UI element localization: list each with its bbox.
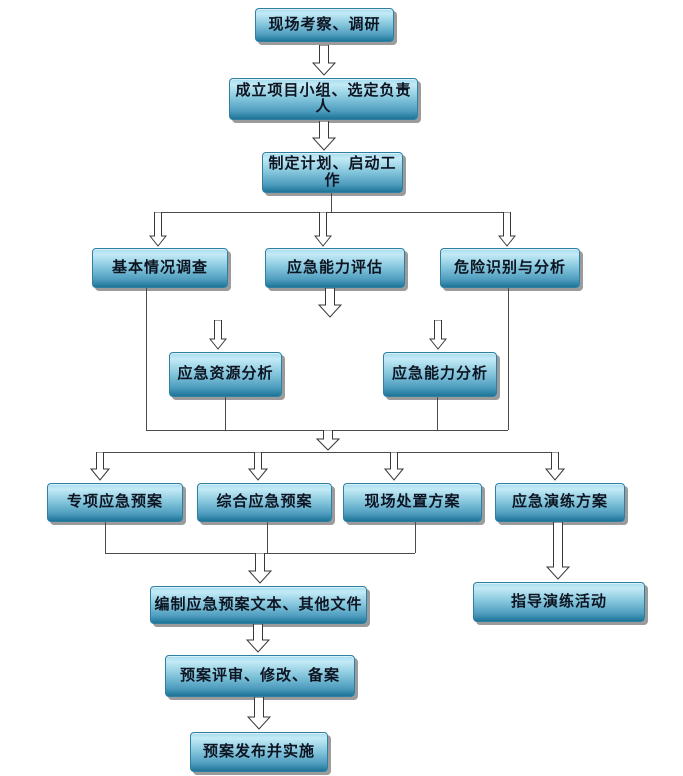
flow-node-label: 预案发布并实施 (202, 742, 315, 760)
flow-node-label: 指导演练活动 (510, 592, 607, 610)
connector-line (158, 212, 507, 213)
flow-node-label: 危险识别与分析 (453, 258, 566, 276)
flow-node-drill-plan: 应急演练方案 (495, 483, 625, 522)
flow-node-label: 制定计划、启动工作 (268, 155, 397, 189)
flow-node-publish: 预案发布并实施 (190, 732, 328, 772)
flow-node-label: 现场考察、调研 (268, 15, 381, 33)
connector-line (146, 288, 147, 430)
flow-node-plan-kickoff: 制定计划、启动工作 (262, 152, 403, 193)
flow-node-label: 基本情况调查 (111, 258, 208, 276)
connector-line (508, 288, 509, 430)
flow-node-compile-docs: 编制应急预案文本、其他文件 (150, 586, 367, 624)
connector-line (225, 397, 226, 430)
flow-node-label: 应急演练方案 (511, 493, 608, 511)
flow-node-label: 应急能力分析 (391, 365, 488, 383)
arrow-down (312, 121, 336, 151)
flow-node-team-setup: 成立项目小组、选定负责人 (229, 78, 418, 120)
flow-node-capability-analysis: 应急能力分析 (383, 352, 497, 397)
connector-line (437, 397, 438, 430)
arrow-down (384, 452, 404, 481)
flow-node-capability-eval: 应急能力评估 (265, 248, 405, 288)
flow-node-label: 专项应急预案 (66, 493, 163, 511)
flow-node-site-survey: 现场考察、调研 (255, 8, 394, 42)
connector-line (105, 522, 106, 553)
connector-line (331, 193, 332, 212)
arrow-down (247, 697, 271, 730)
flow-node-comprehensive-plan: 综合应急预案 (197, 483, 332, 522)
connector-line (415, 522, 416, 553)
arrow-down (546, 522, 570, 580)
flow-node-review-revise: 预案评审、修改、备案 (165, 655, 355, 697)
flow-node-label: 现场处置方案 (364, 493, 461, 511)
arrow-down (248, 452, 268, 481)
flow-node-guide-drill: 指导演练活动 (473, 582, 645, 622)
flow-node-onsite-plan: 现场处置方案 (343, 483, 482, 522)
flow-node-basic-survey: 基本情况调查 (92, 248, 228, 288)
flow-node-hazard-analysis: 危险识别与分析 (440, 248, 580, 288)
arrow-down (246, 624, 270, 653)
flow-node-label: 应急能力评估 (286, 258, 383, 276)
flow-node-special-plan: 专项应急预案 (47, 483, 183, 522)
flow-node-resource-analysis: 应急资源分析 (169, 352, 282, 397)
arrow-down (209, 320, 227, 350)
flow-node-label: 成立项目小组、选定负责人 (235, 81, 412, 115)
flow-node-label: 综合应急预案 (216, 493, 313, 511)
flow-node-label: 编制应急预案文本、其他文件 (154, 595, 363, 613)
arrow-down (312, 45, 336, 76)
arrow-down (429, 320, 447, 350)
arrow-down (248, 553, 272, 584)
arrow-down (545, 452, 565, 481)
arrow-down (316, 430, 340, 451)
connector-line (100, 452, 556, 453)
arrow-down (90, 452, 110, 481)
connector-line (267, 522, 268, 553)
flow-node-label: 应急资源分析 (177, 365, 274, 383)
flow-node-label: 预案评审、修改、备案 (179, 666, 340, 684)
arrow-down (318, 288, 342, 318)
arrow-down (498, 212, 516, 247)
arrow-down (314, 212, 332, 247)
arrow-down (149, 212, 167, 247)
